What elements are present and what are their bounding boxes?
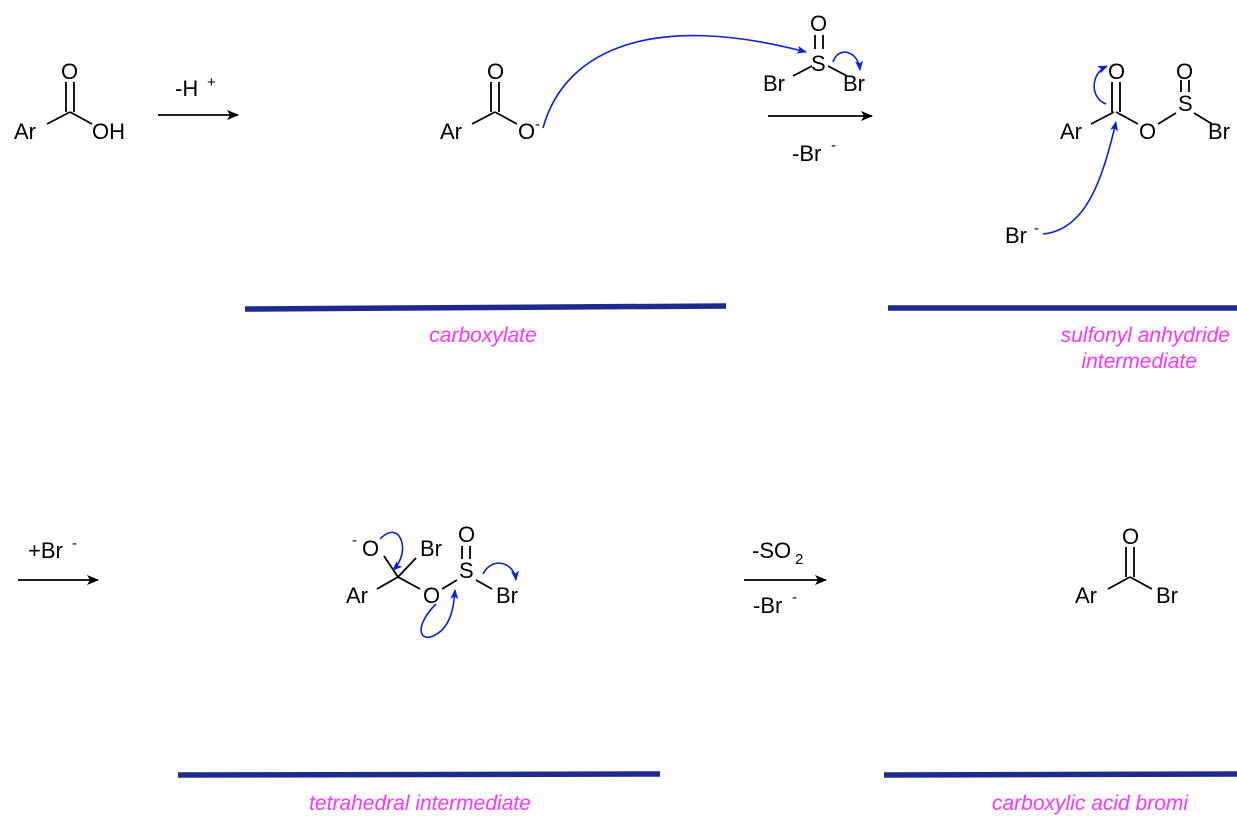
atom-br: Br <box>763 71 785 96</box>
condition-deprotonation: -H <box>175 76 198 101</box>
atom-o: O <box>1176 59 1193 84</box>
condition-add-bromide-charge: - <box>72 535 77 552</box>
condition-loss-bromide: -Br <box>753 593 782 618</box>
carboxylic-acid-structure: Ar O OH <box>14 59 125 144</box>
condition-loss-bromide-charge: - <box>831 137 836 154</box>
curly-arrow-carbonyl-pi <box>1093 65 1108 105</box>
atom-br: Br <box>843 71 865 96</box>
curly-arrow-bromide-attack <box>1042 121 1118 235</box>
curly-arrow-bromide-leaving <box>832 51 864 71</box>
atom-o: O <box>810 11 827 36</box>
tetrahedral-intermediate-structure: Ar - O Br O O S Br <box>346 522 518 608</box>
negative-charge: - <box>352 532 357 549</box>
label-tetrahedral-intermediate: tetrahedral intermediate <box>309 792 531 815</box>
atom-o: O <box>1122 524 1139 549</box>
reaction-arrow-loss-so2: -SO 2 -Br - <box>744 538 827 618</box>
reaction-arrow-deprotonation: -H + <box>158 74 239 120</box>
atom-ar: Ar <box>346 583 368 608</box>
condition-deprotonation-charge: + <box>207 74 216 91</box>
atom-o: O <box>518 119 535 144</box>
label-sulfonyl-anhydride-line2: intermediate <box>1081 350 1197 373</box>
negative-charge: - <box>1034 220 1039 237</box>
curly-arrow-alkoxide-reform <box>379 531 404 571</box>
atom-o: O <box>1108 59 1125 84</box>
atom-o: O <box>61 59 78 84</box>
label-carboxylate: carboxylate <box>429 324 536 347</box>
atom-o: O <box>423 583 440 608</box>
atom-o: O <box>362 536 379 561</box>
label-carboxylic-acid-bromide: carboxylic acid bromi <box>992 792 1189 815</box>
atom-br: Br <box>1156 583 1178 608</box>
atom-br: Br <box>1005 223 1027 248</box>
curly-arrow-o-to-s <box>420 589 459 639</box>
divider-bar <box>244 303 727 312</box>
reaction-arrow-add-bromide: +Br - <box>18 535 99 585</box>
atom-o: O <box>1139 119 1156 144</box>
atom-br: Br <box>420 536 442 561</box>
atom-ar: Ar <box>1075 583 1097 608</box>
atom-br: Br <box>496 583 518 608</box>
atom-ar: Ar <box>440 119 462 144</box>
thionyl-bromide-structure: O S Br Br <box>763 11 865 96</box>
atom-o: O <box>487 59 504 84</box>
atom-oh: OH <box>92 119 125 144</box>
atom-ar: Ar <box>1060 119 1082 144</box>
atom-s: S <box>811 51 826 76</box>
divider-bar <box>883 771 1237 778</box>
curly-arrow-nucleophilic-attack <box>542 34 807 129</box>
condition-loss-so2-subscript: 2 <box>795 551 803 568</box>
acid-bromide-structure: Ar O Br <box>1075 524 1178 608</box>
negative-charge: - <box>535 116 540 133</box>
condition-add-bromide: +Br <box>28 538 63 563</box>
sulfonyl-anhydride-structure: Ar O O O S Br Br - <box>1005 59 1230 248</box>
divider-bar <box>177 771 661 778</box>
atom-ar: Ar <box>14 119 36 144</box>
atom-s: S <box>1178 91 1193 116</box>
atom-br: Br <box>1208 119 1230 144</box>
condition-loss-bromide: -Br <box>792 141 821 166</box>
carboxylate-structure: Ar O O - <box>440 59 540 144</box>
label-sulfonyl-anhydride: sulfonyl anhydride <box>1061 324 1230 347</box>
reaction-arrow-loss-of-bromide: -Br - <box>768 111 873 166</box>
condition-loss-bromide-charge: - <box>792 589 797 606</box>
atom-s: S <box>459 558 474 583</box>
atom-o: O <box>458 522 475 547</box>
condition-loss-so2: -SO <box>752 538 791 563</box>
curly-arrow-bromide-leaving <box>482 562 519 581</box>
